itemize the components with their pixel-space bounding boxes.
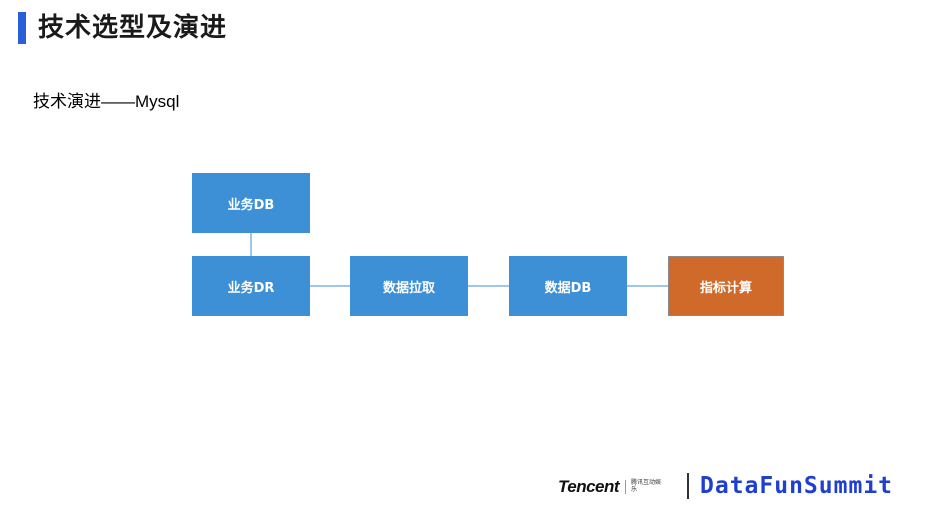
node-data-pull: 数据拉取 <box>350 256 468 316</box>
section-subtitle: 技术演进——Mysql <box>33 92 180 111</box>
node-metric-calc-label: 指标计算 <box>699 280 752 296</box>
tencent-logo: Tencent 腾讯互动娱乐 <box>558 474 661 500</box>
tencent-cn-text: 腾讯互动娱乐 <box>625 480 661 494</box>
title-accent-bar <box>18 12 26 44</box>
node-data-db: 数据DB <box>509 256 627 316</box>
footer-divider <box>687 473 689 499</box>
page-title: 技术选型及演进 <box>38 13 228 43</box>
node-biz-db: 业务DB <box>192 173 310 233</box>
datafun-logo: DataFunSummit <box>700 473 894 499</box>
node-metric-calc: 指标计算 <box>668 256 784 316</box>
node-data-pull-label: 数据拉取 <box>382 280 435 296</box>
node-data-db-label: 数据DB <box>544 280 592 296</box>
node-biz-db-label: 业务DB <box>227 197 275 213</box>
node-biz-dr: 业务DR <box>192 256 310 316</box>
tencent-wordmark: Tencent <box>558 477 620 496</box>
node-biz-dr-label: 业务DR <box>227 280 275 296</box>
